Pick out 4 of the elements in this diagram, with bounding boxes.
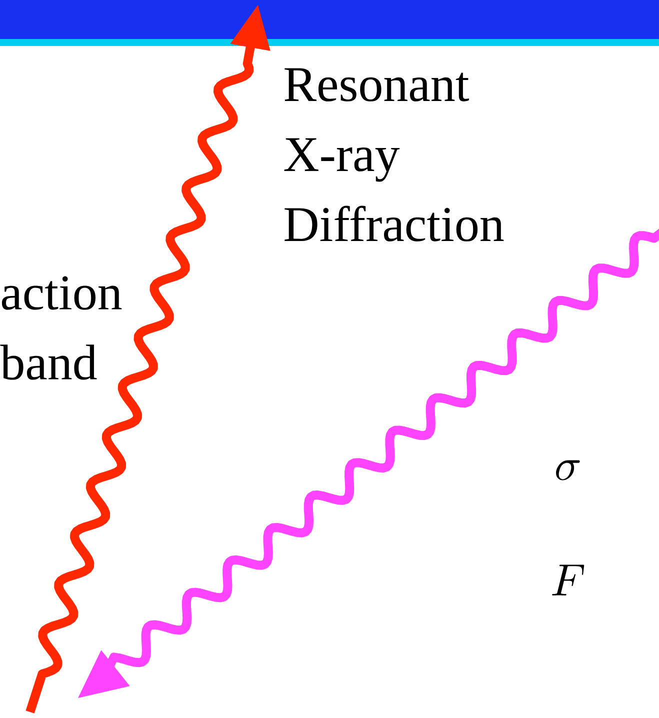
text-label: action band bbox=[0, 276, 122, 380]
math-symbol: $F$ bbox=[552, 564, 584, 596]
text-label: Resonant X-ray Diffraction bbox=[284, 68, 504, 242]
math-symbol: $\sigma$ bbox=[556, 460, 580, 480]
